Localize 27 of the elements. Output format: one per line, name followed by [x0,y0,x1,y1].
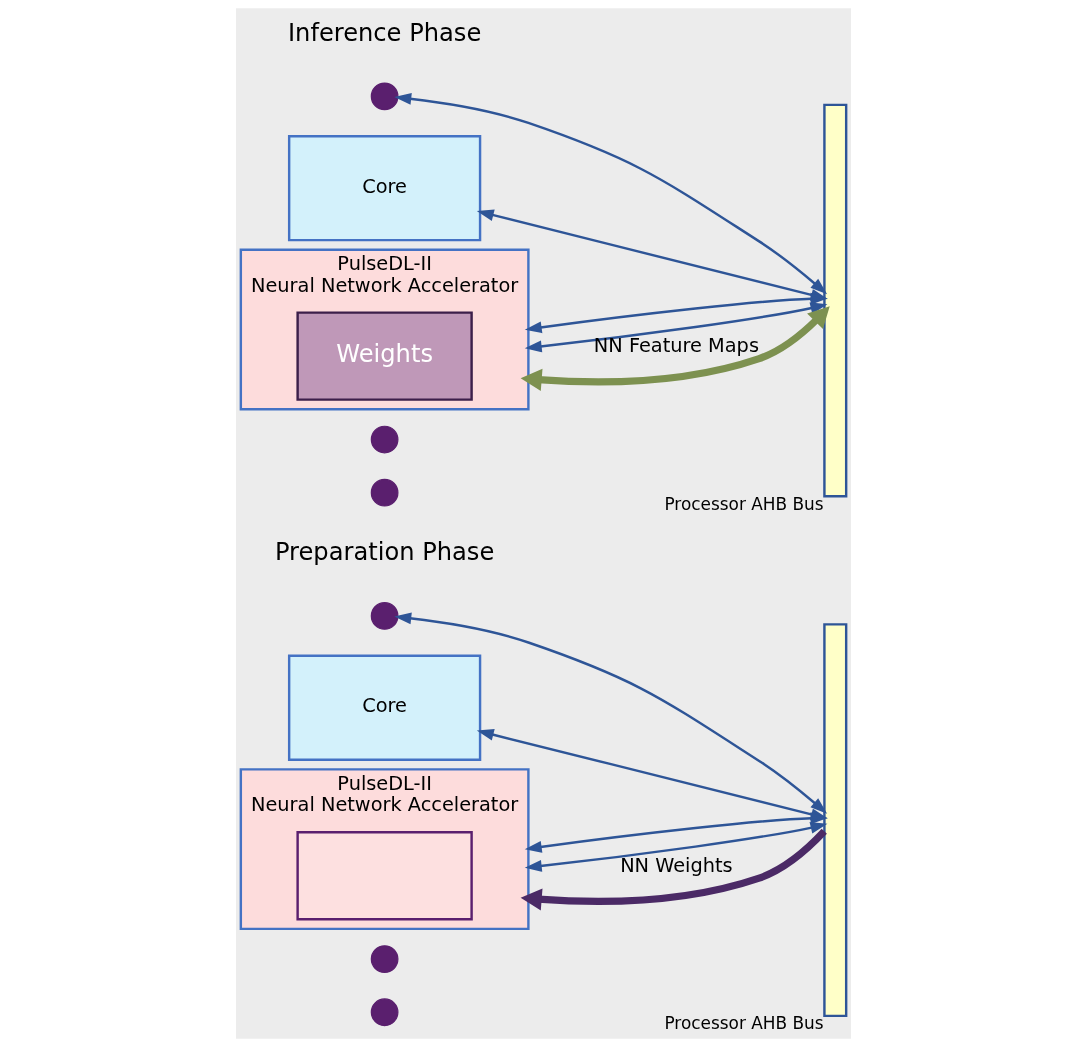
node-circle [370,425,399,454]
node-label: Processor AHB Bus [664,493,824,514]
arrow [520,828,827,911]
node-bar [823,103,848,498]
node-circle [370,998,399,1027]
arrow [524,821,828,872]
node-circle [370,82,399,111]
label: Preparation Phase [274,538,495,567]
arrow [520,306,830,391]
cluster: PulseDL-II Neural Network Accelerator [239,768,530,931]
node-circle [370,945,399,973]
arrow [524,812,828,853]
label: Inference Phase [287,18,482,47]
node-box: Core [287,135,482,242]
edge-label: NN Feature Maps [593,334,759,358]
arrow [524,302,828,353]
node-bar [823,623,848,1018]
node-box: Weights [296,311,473,401]
node-box: Core [287,654,482,761]
arrow [394,92,828,295]
edge-label: NN Weights [620,853,733,877]
node-label: Processor AHB Bus [664,1013,824,1034]
node-circle [370,602,399,630]
node-box [296,831,473,921]
node-circle [370,478,399,507]
arrow [394,612,828,814]
arrow [524,292,828,334]
